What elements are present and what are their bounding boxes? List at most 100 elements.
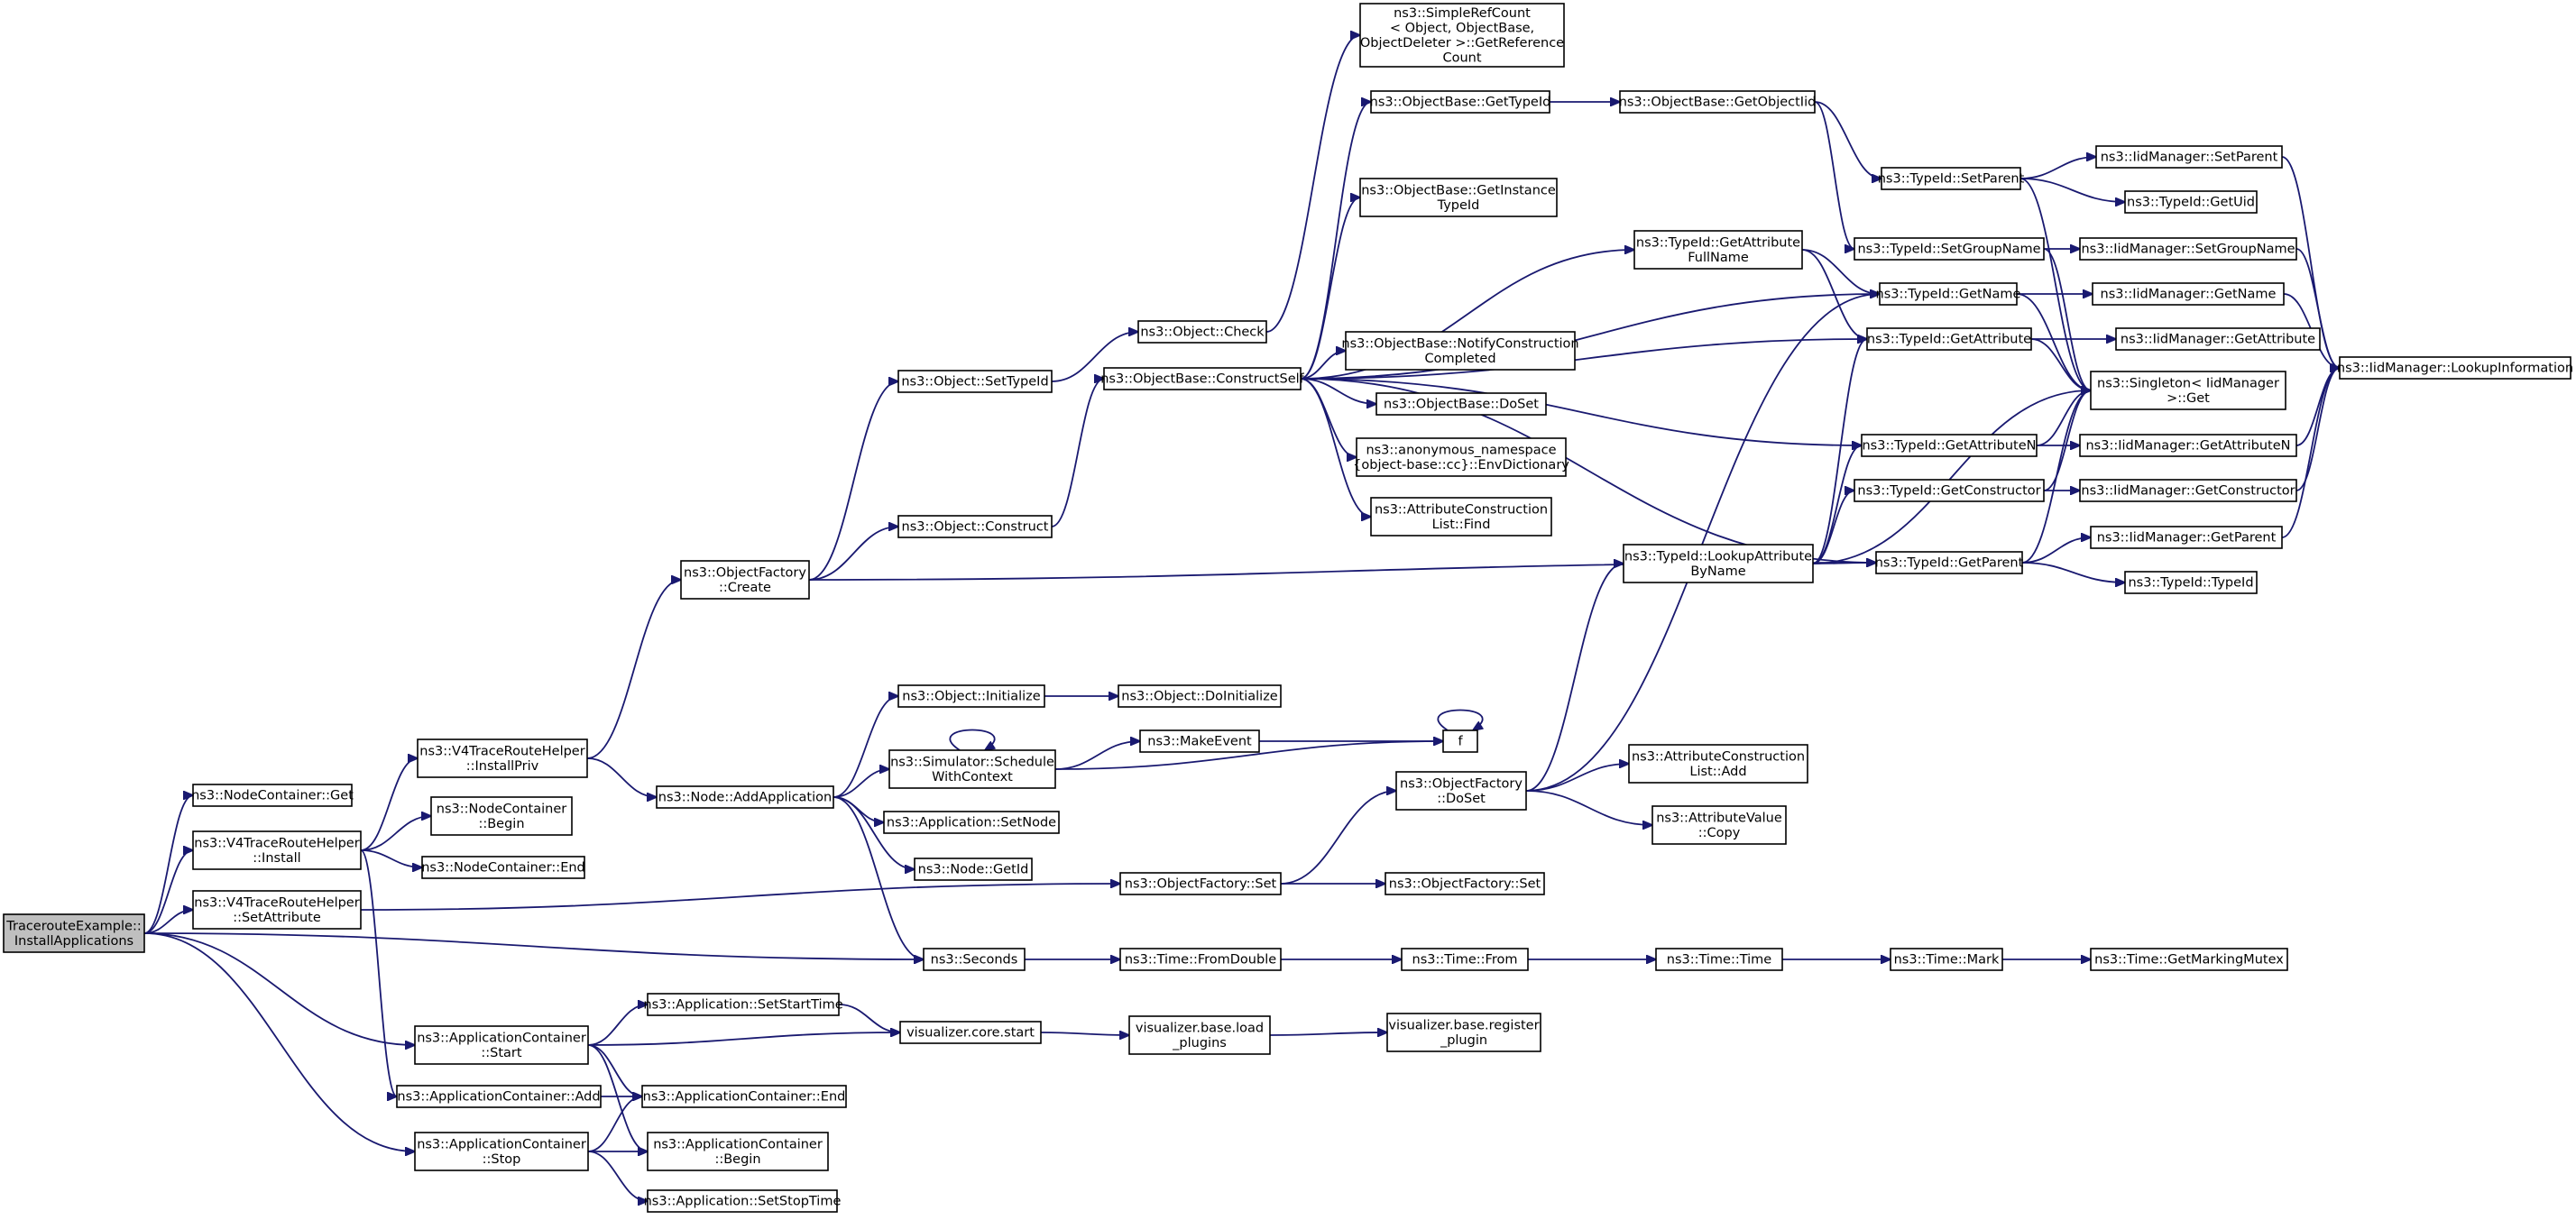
node-viz-start[interactable]: visualizer.core.start	[899, 1021, 1042, 1044]
node-box[interactable]	[417, 738, 588, 778]
node-box[interactable]	[2095, 145, 2283, 169]
node-iid-getattribute[interactable]: ns3::IidManager::GetAttribute	[2115, 327, 2321, 351]
node-app-setstop[interactable]: ns3::Application::SetStopTime	[644, 1189, 842, 1213]
node-box[interactable]	[899, 1021, 1042, 1044]
node-tid-setgroupname[interactable]: ns3::TypeId::SetGroupName	[1854, 237, 2045, 261]
node-singleton-get[interactable]: ns3::Singleton< IidManager>::Get	[2090, 371, 2286, 410]
node-box[interactable]	[2090, 526, 2283, 549]
node-box[interactable]	[1395, 771, 1527, 811]
node-ob-gettypeid[interactable]: ns3::ObjectBase::GetTypeId	[1370, 90, 1551, 114]
node-time-mark[interactable]: ns3::Time::Mark	[1890, 948, 2003, 971]
node-of-doset[interactable]: ns3::ObjectFactory::DoSet	[1395, 771, 1527, 811]
node-obj-construct[interactable]: ns3::Object::Construct	[897, 515, 1053, 538]
node-av-copy[interactable]: ns3::AttributeValue::Copy	[1651, 805, 1787, 845]
node-box[interactable]	[1370, 90, 1550, 114]
node-iid-getparent[interactable]: ns3::IidManager::GetParent	[2090, 526, 2283, 549]
node-box[interactable]	[641, 1085, 847, 1108]
node-box[interactable]	[2079, 434, 2297, 457]
node-seconds[interactable]: ns3::Seconds	[923, 948, 1026, 971]
node-box[interactable]	[2115, 327, 2321, 351]
node-box[interactable]	[1370, 497, 1552, 537]
node-ac-begin[interactable]: ns3::ApplicationContainer::Begin	[647, 1132, 829, 1171]
node-iid-setgroupname[interactable]: ns3::IidManager::SetGroupName	[2079, 237, 2297, 261]
node-box[interactable]	[1359, 178, 1558, 217]
node-time-getmarkingmutex[interactable]: ns3::Time::GetMarkingMutex	[2090, 948, 2288, 971]
node-box[interactable]	[1854, 479, 2045, 502]
node-v4-setattr[interactable]: ns3::V4TraceRouteHelper::SetAttribute	[192, 890, 362, 930]
node-box[interactable]	[1128, 1015, 1271, 1055]
node-box[interactable]	[1881, 167, 2021, 190]
node-ac-start[interactable]: ns3::ApplicationContainer::Start	[414, 1025, 589, 1065]
node-ob-notify[interactable]: ns3::ObjectBase::NotifyConstructionCompl…	[1341, 331, 1579, 371]
node-box[interactable]	[897, 515, 1053, 538]
node-box[interactable]	[192, 890, 362, 930]
node-app-setstart[interactable]: ns3::Application::SetStartTime	[643, 993, 843, 1016]
node-iid-getname[interactable]: ns3::IidManager::GetName	[2092, 282, 2285, 306]
node-box[interactable]	[897, 684, 1045, 708]
node-box[interactable]	[888, 749, 1056, 789]
node-iid-getconstructor[interactable]: ns3::IidManager::GetConstructor	[2079, 479, 2297, 502]
node-ob-doset[interactable]: ns3::ObjectBase::DoSet	[1375, 392, 1547, 416]
node-box[interactable]	[1401, 948, 1529, 971]
node-tid-getname[interactable]: ns3::TypeId::GetName	[1876, 282, 2021, 306]
node-box[interactable]	[1375, 392, 1547, 416]
node-box[interactable]	[2079, 479, 2297, 502]
node-src-getref[interactable]: ns3::SimpleRefCount< Object, ObjectBase,…	[1359, 3, 1565, 68]
node-obj-init[interactable]: ns3::Object::Initialize	[897, 684, 1045, 708]
node-box[interactable]	[1875, 551, 2023, 574]
node-box[interactable]	[1137, 320, 1267, 344]
node-box[interactable]	[2124, 190, 2258, 214]
node-box[interactable]	[647, 1132, 829, 1171]
node-box[interactable]	[2339, 356, 2571, 380]
node-tid-typeid[interactable]: ns3::TypeId::TypeId	[2124, 571, 2258, 594]
node-nc-get[interactable]: ns3::NodeContainer::Get	[191, 784, 354, 807]
node-box[interactable]	[1386, 1013, 1541, 1052]
node-box[interactable]	[1866, 327, 2032, 351]
node-box[interactable]	[2092, 282, 2285, 306]
node-time-time[interactable]: ns3::Time::Time	[1655, 948, 1783, 971]
node-box[interactable]	[3, 913, 145, 953]
node-tid-getparent[interactable]: ns3::TypeId::GetParent	[1875, 551, 2024, 574]
node-obj-settypeid[interactable]: ns3::Object::SetTypeId	[897, 370, 1053, 393]
node-app-setnode[interactable]: ns3::Application::SetNode	[883, 811, 1060, 834]
node-tid-getattribute[interactable]: ns3::TypeId::GetAttribute	[1866, 327, 2032, 351]
node-box[interactable]	[1628, 744, 1808, 784]
node-box[interactable]	[897, 370, 1053, 393]
node-iid-getattributen[interactable]: ns3::IidManager::GetAttributeN	[2079, 434, 2297, 457]
node-ac-add[interactable]: ns3::ApplicationContainer::Add	[396, 1085, 602, 1108]
node-f[interactable]: f	[1442, 729, 1478, 753]
node-ob-constructself[interactable]: ns3::ObjectBase::ConstructSelf	[1100, 367, 1305, 390]
node-box[interactable]	[192, 784, 353, 807]
node-box[interactable]	[1623, 544, 1814, 583]
node-of-set2[interactable]: ns3::ObjectFactory::Set	[1385, 872, 1545, 895]
node-box[interactable]	[1854, 237, 2045, 261]
node-of-create[interactable]: ns3::ObjectFactory::Create	[680, 560, 810, 600]
node-root[interactable]: TracerouteExample::InstallApplications	[3, 913, 145, 953]
node-box[interactable]	[1118, 684, 1282, 708]
node-box[interactable]	[1356, 437, 1567, 477]
node-box[interactable]	[1890, 948, 2003, 971]
node-box[interactable]	[1119, 948, 1282, 971]
node-tid-setparent[interactable]: ns3::TypeId::SetParent	[1878, 167, 2025, 190]
node-obj-check[interactable]: ns3::Object::Check	[1137, 320, 1267, 344]
node-viz-register[interactable]: visualizer.base.register_plugin	[1386, 1013, 1541, 1052]
node-tid-getuid[interactable]: ns3::TypeId::GetUid	[2124, 190, 2258, 214]
node-ac-stop[interactable]: ns3::ApplicationContainer::Stop	[414, 1132, 589, 1171]
node-iid-setparent[interactable]: ns3::IidManager::SetParent	[2095, 145, 2283, 169]
node-ac-end[interactable]: ns3::ApplicationContainer::End	[641, 1085, 847, 1108]
node-box[interactable]	[2079, 237, 2297, 261]
node-box[interactable]	[883, 811, 1060, 834]
node-nc-end[interactable]: ns3::NodeContainer::End	[421, 856, 585, 879]
node-box[interactable]	[414, 1025, 589, 1065]
node-iid-lookupinfo[interactable]: ns3::IidManager::LookupInformation	[2337, 356, 2573, 380]
node-tid-getattributen[interactable]: ns3::TypeId::GetAttributeN	[1861, 434, 2038, 457]
node-of-set[interactable]: ns3::ObjectFactory::Set	[1119, 872, 1282, 895]
node-box[interactable]	[414, 1132, 589, 1171]
node-box[interactable]	[2090, 948, 2288, 971]
node-box[interactable]	[1359, 3, 1565, 68]
